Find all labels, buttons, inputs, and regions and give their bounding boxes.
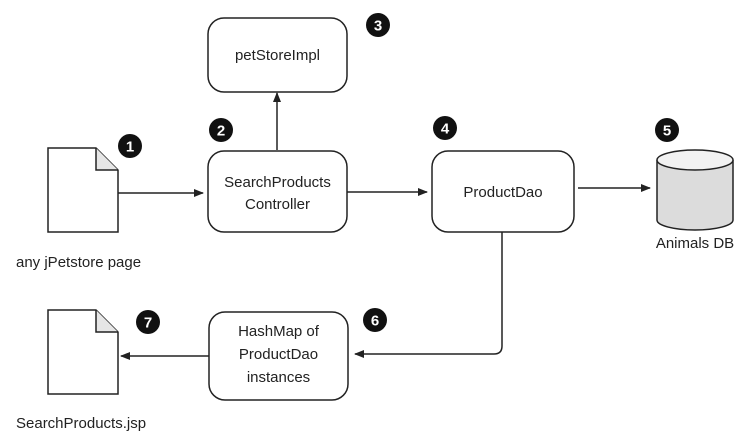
step-7-badge: 7	[136, 310, 160, 334]
jpetstore-page-caption: any jPetstore page	[16, 254, 141, 271]
hashmap-label-line3: instances	[247, 369, 310, 386]
controller-label-line1: SearchProducts	[224, 174, 331, 191]
svg-text:6: 6	[371, 313, 379, 330]
hashmap-node: HashMap of ProductDao instances	[208, 311, 349, 401]
searchproducts-jsp-caption: SearchProducts.jsp	[16, 415, 146, 432]
step-4-badge: 4	[433, 116, 457, 140]
step-3-badge: 3	[366, 13, 390, 37]
animals-db-caption: Animals DB	[656, 235, 734, 252]
step-5-badge: 5	[655, 118, 679, 142]
svg-text:3: 3	[374, 18, 382, 35]
svg-text:7: 7	[144, 315, 152, 332]
petstoreimpl-label: petStoreImpl	[235, 47, 320, 64]
jpetstore-page-document-icon	[47, 147, 119, 233]
searchproducts-jsp-document-icon	[47, 309, 119, 395]
hashmap-label-line1: HashMap of	[238, 323, 320, 340]
step-2-badge: 2	[209, 118, 233, 142]
svg-text:5: 5	[663, 123, 671, 140]
svg-text:1: 1	[126, 139, 134, 156]
step-1-badge: 1	[118, 134, 142, 158]
svg-text:4: 4	[441, 121, 450, 138]
step-6-badge: 6	[363, 308, 387, 332]
petstoreimpl-node: petStoreImpl	[207, 17, 348, 93]
productdao-label: ProductDao	[463, 184, 542, 201]
searchproducts-controller-node: SearchProducts Controller	[207, 150, 348, 233]
arrow-dao-to-hashmap	[354, 232, 503, 358]
animals-db-cylinder-icon	[656, 149, 734, 231]
controller-label-line2: Controller	[245, 196, 310, 213]
hashmap-label-line2: ProductDao	[239, 346, 318, 363]
svg-text:2: 2	[217, 123, 225, 140]
productdao-node: ProductDao	[431, 150, 575, 233]
